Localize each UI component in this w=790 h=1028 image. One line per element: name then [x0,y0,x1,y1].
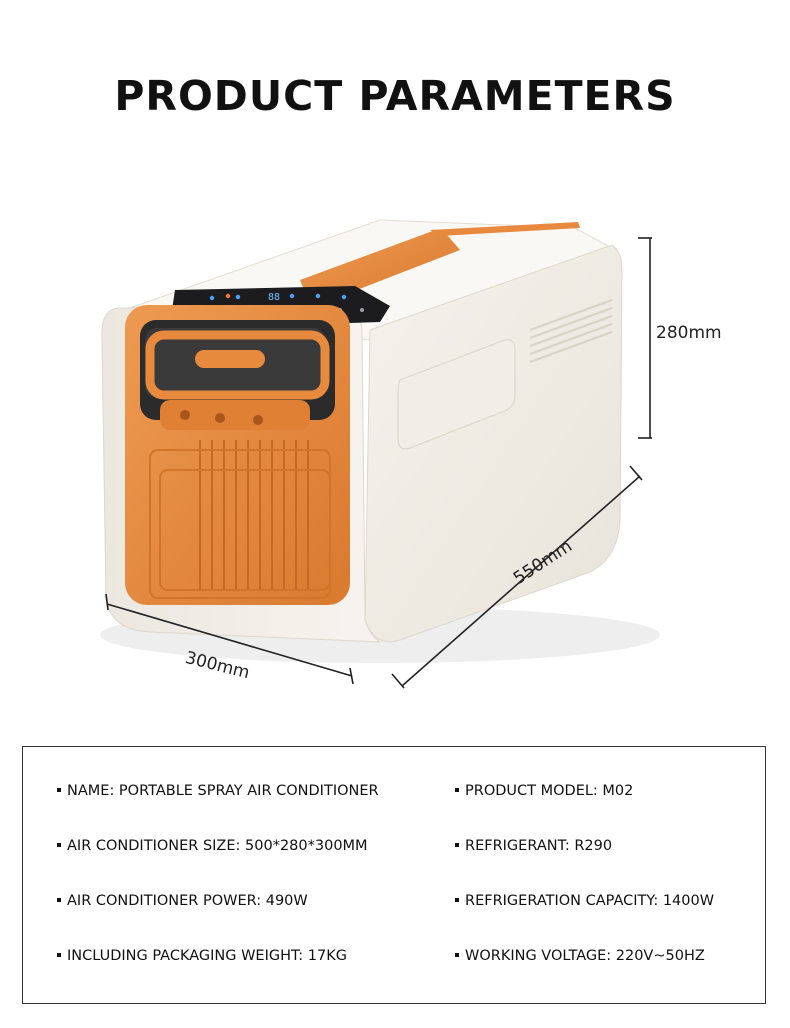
nozzle-bar [160,400,310,430]
parameters-box: NAME: PORTABLE SPRAY AIR CONDITIONER PRO… [22,746,766,1004]
grille-lines [199,440,309,590]
param-refrigerant: REFRIGERANT: R290 [455,838,612,854]
param-voltage: WORKING VOLTAGE: 220V~50HZ [455,948,705,964]
outlet-frame [145,330,330,400]
side-panel [397,339,516,450]
svg-text:88: 88 [268,292,280,303]
param-model: PRODUCT MODEL: M02 [455,783,633,799]
height-dimension: 280mm [656,323,722,343]
product-illustration: 88 [0,180,790,720]
grille-frames [149,449,331,599]
air-conditioner-image: 88 [100,219,660,689]
page-title: PRODUCT PARAMETERS [114,72,676,120]
param-weight: INCLUDING PACKAGING WEIGHT: 17KG [57,948,347,964]
handle-strip [430,222,580,236]
carry-handle [300,230,460,301]
param-capacity: REFRIGERATION CAPACITY: 1400W [455,893,714,909]
spray-nozzle [195,350,265,368]
dimension-lines [105,237,652,689]
param-size: AIR CONDITIONER SIZE: 500*280*300MM [57,838,368,854]
side-vents [529,299,613,363]
param-power: AIR CONDITIONER POWER: 490W [57,893,308,909]
param-name: NAME: PORTABLE SPRAY AIR CONDITIONER [57,783,379,799]
panel-indicators [209,293,347,301]
